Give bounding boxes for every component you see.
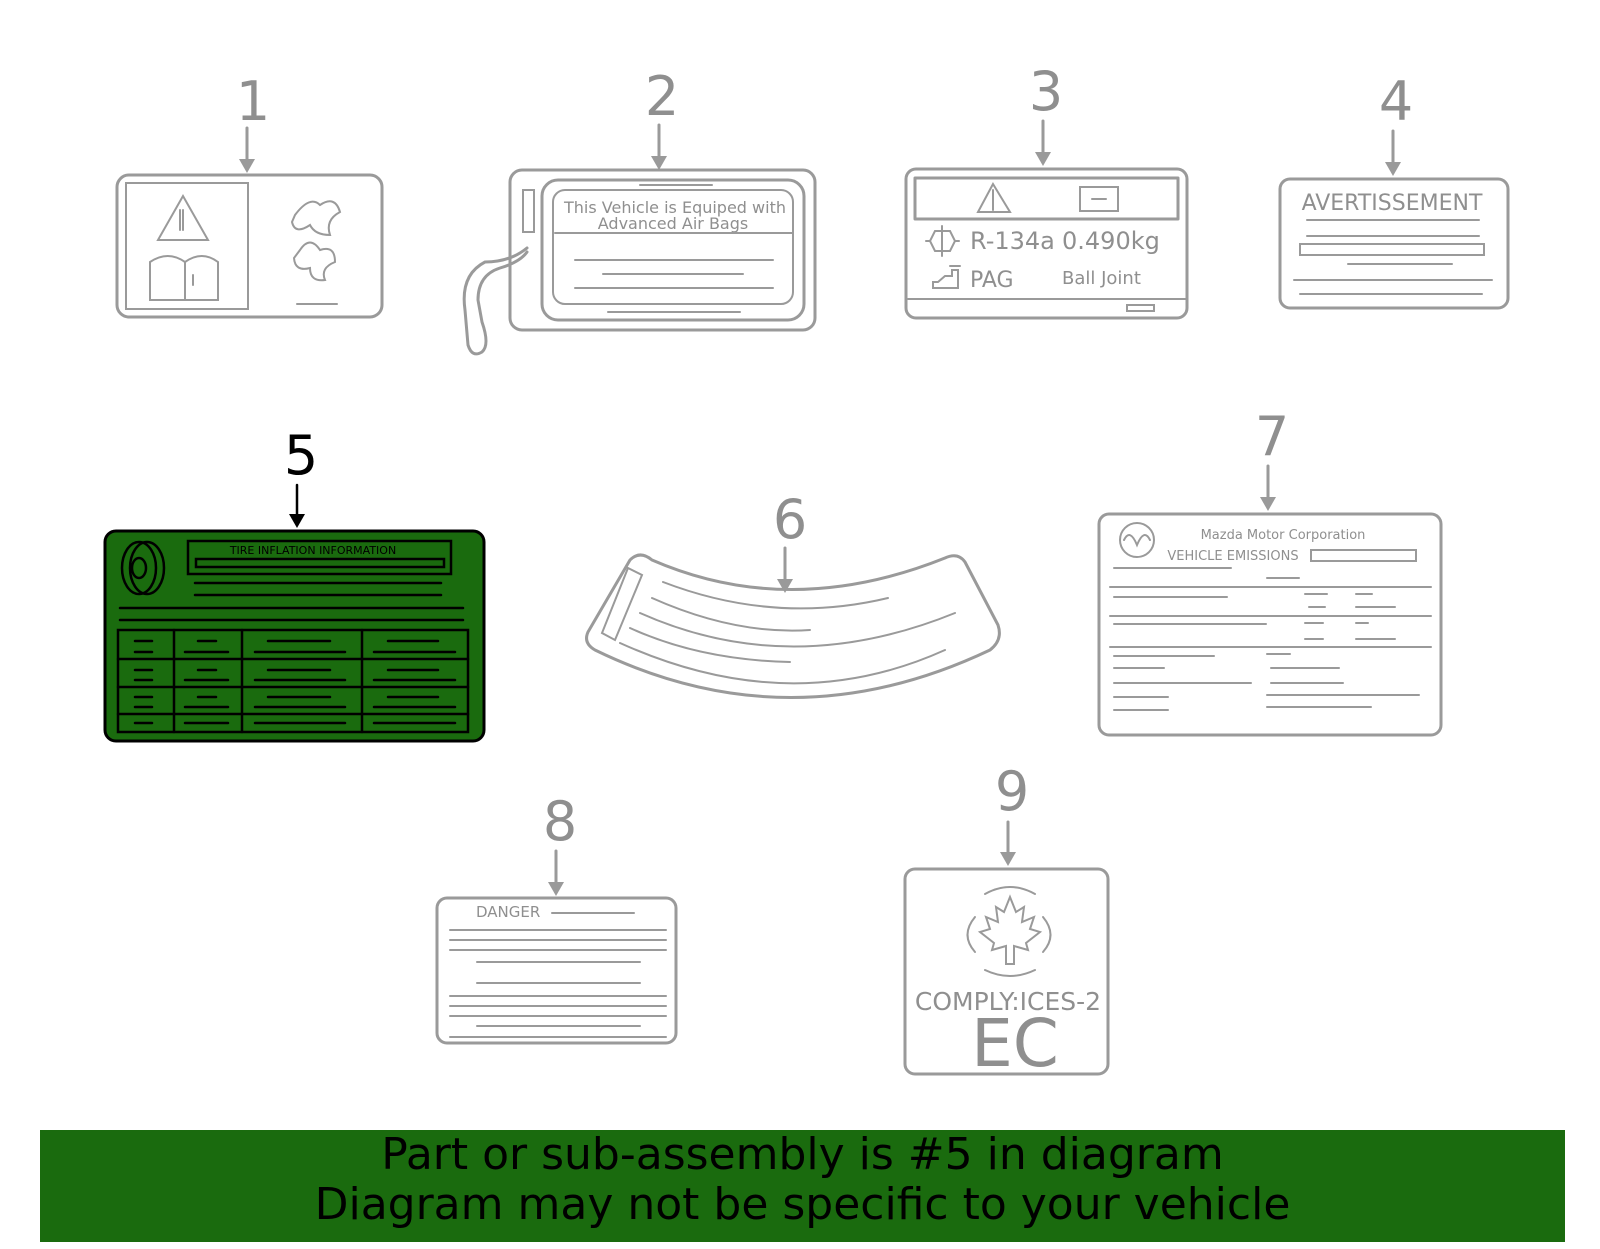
callout-4: 4 bbox=[1379, 70, 1413, 133]
maple-leaf-icon bbox=[966, 886, 1052, 977]
callout-3: 3 bbox=[1029, 60, 1063, 123]
label-7-body bbox=[1097, 512, 1443, 737]
label-5-table bbox=[116, 628, 470, 734]
warning-triangle-icon bbox=[976, 181, 1012, 213]
arrow-9 bbox=[1000, 820, 1016, 866]
label-7-heading: VEHICLE EMISSIONS bbox=[1167, 549, 1298, 564]
arrow-2 bbox=[651, 123, 667, 170]
banner-line-2: Diagram may not be specific to your vehi… bbox=[314, 1179, 1291, 1230]
label-8-body bbox=[435, 896, 678, 1045]
label-4-body bbox=[1278, 177, 1510, 310]
label-4-title: AVERTISSEMENT bbox=[1302, 191, 1483, 216]
arrow-7 bbox=[1260, 464, 1276, 511]
arrow-3 bbox=[1035, 119, 1051, 166]
label-5-title: TIRE INFLATION INFORMATION bbox=[229, 544, 396, 557]
part-7-emissions-label[interactable]: 7 Mazda Motor Corporation VEHICLE EMISSI… bbox=[1097, 405, 1443, 737]
label-6-body bbox=[585, 553, 1001, 699]
label-2-inner-frame bbox=[540, 178, 806, 322]
label-2-line1: This Vehicle is Equiped with bbox=[563, 198, 786, 217]
manual-book-icon bbox=[1079, 186, 1119, 212]
label-1-body bbox=[115, 173, 384, 319]
oil-type: PAG bbox=[970, 268, 1014, 293]
label-2-body bbox=[508, 168, 817, 332]
banner-line-1: Part or sub-assembly is #5 in diagram bbox=[381, 1129, 1224, 1180]
tire-icon bbox=[120, 540, 166, 596]
callout-6: 6 bbox=[773, 488, 807, 551]
warning-triangle-icon bbox=[156, 193, 210, 241]
arrow-4 bbox=[1385, 129, 1401, 176]
mazda-logo-icon bbox=[1119, 522, 1155, 558]
label-1-panel bbox=[125, 182, 249, 310]
label-5-title-box bbox=[186, 539, 453, 576]
arrow-8 bbox=[548, 849, 564, 896]
label-8-title: DANGER bbox=[476, 903, 540, 921]
refrigerant-amount: 0.490kg bbox=[1062, 227, 1160, 255]
callout-1: 1 bbox=[236, 70, 270, 133]
part-4-avertissement-label[interactable]: 4 AVERTISSEMENT bbox=[1278, 70, 1510, 310]
arrow-1 bbox=[239, 126, 255, 173]
callout-7: 7 bbox=[1255, 405, 1289, 468]
label-9-mark: EC bbox=[971, 1005, 1059, 1082]
arrow-5 bbox=[289, 483, 305, 528]
callout-9: 9 bbox=[995, 760, 1029, 823]
manual-book-icon bbox=[149, 255, 219, 301]
callout-2: 2 bbox=[645, 65, 679, 128]
info-banner: Part or sub-assembly is #5 in diagram Di… bbox=[40, 1130, 1565, 1242]
joint-type: Ball Joint bbox=[1062, 268, 1141, 289]
part-1-warning-label[interactable]: 1 bbox=[115, 70, 384, 319]
label-2-line2: Advanced Air Bags bbox=[598, 214, 748, 233]
label-2-tether bbox=[462, 246, 529, 356]
label-9-comply: COMPLY:ICES-2 bbox=[915, 987, 1101, 1016]
label-9-body bbox=[903, 867, 1110, 1076]
part-3-ac-label[interactable]: 3 R-134a 0.490kg PAG Ball Joint bbox=[904, 60, 1189, 320]
label-3-body bbox=[904, 167, 1189, 320]
refrigerant-type: R-134a bbox=[970, 227, 1055, 255]
part-5-tire-label[interactable]: 5 TIRE INFLATION INFORMATION bbox=[103, 424, 486, 743]
callout-8: 8 bbox=[543, 790, 577, 853]
label-5-body bbox=[103, 529, 486, 743]
oil-can-icon bbox=[932, 265, 961, 289]
part-8-danger-label[interactable]: 8 DANGER bbox=[435, 790, 678, 1045]
callout-5: 5 bbox=[284, 424, 318, 487]
arrow-6 bbox=[777, 546, 793, 593]
label-3-header bbox=[913, 176, 1180, 221]
compressor-icon bbox=[925, 225, 960, 257]
part-2-airbag-label[interactable]: 2 This Vehicle is Equiped with Advanced … bbox=[462, 65, 817, 356]
part-6-curved-label[interactable]: 6 bbox=[585, 488, 1001, 699]
label-7-company: Mazda Motor Corporation bbox=[1201, 528, 1366, 543]
part-9-ices-label[interactable]: 9 COMPLY:ICES-2 EC bbox=[903, 760, 1110, 1082]
fan-icon bbox=[290, 200, 342, 282]
